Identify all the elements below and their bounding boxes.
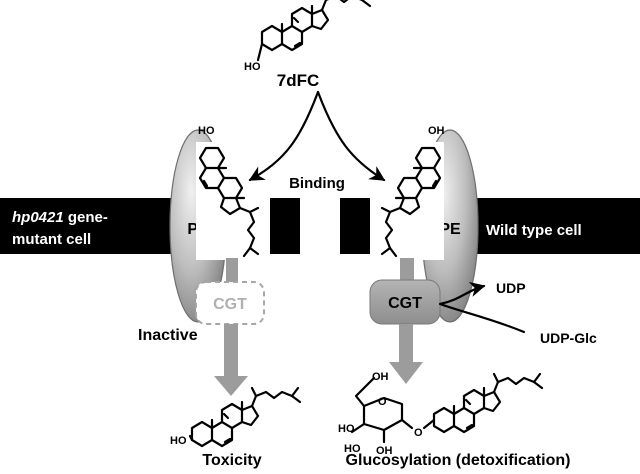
glucose-ring: [350, 376, 414, 444]
top-steroid-structure: [260, 0, 372, 52]
right-oh-label: OH: [428, 125, 445, 137]
left-gray-stem-top: [226, 258, 238, 282]
right-gray-arrow-head: [389, 362, 423, 384]
udp-glc-label: UDP-Glc: [540, 330, 597, 346]
right-pe-label: PE: [439, 221, 461, 238]
udp-glc-curve-arrow: [438, 281, 526, 334]
inactive-label: Inactive: [138, 327, 198, 344]
left-embedded-steroid: [196, 142, 260, 260]
glc-oh-top: OH: [372, 371, 389, 383]
bottom-left-ho-bond: [188, 434, 194, 442]
glc-ho-left: HO: [338, 423, 355, 435]
glucosylation-label: Glucosylation (detoxification): [346, 452, 571, 469]
bottom-left-steroid: [190, 386, 302, 448]
left-cell-label-line1: hp0421 gene-: [12, 209, 108, 226]
left-gray-arrow-shaft: [224, 324, 238, 378]
bottom-left-ho-label: HO: [170, 435, 187, 447]
glc-ring-o: O: [378, 396, 387, 408]
left-cell-label-line2: mutant cell: [12, 231, 91, 248]
left-oh-label: HO: [198, 125, 215, 137]
left-cgt-label: CGT: [213, 296, 247, 313]
right-cgt-label: CGT: [388, 295, 422, 312]
binding-arrow-left: [248, 90, 320, 182]
left-gray-arrow-head: [214, 376, 248, 396]
compound-label-7dfc: 7dFC: [277, 71, 320, 90]
toxicity-label: Toxicity: [202, 452, 261, 469]
glycosidic-bond: [422, 418, 436, 430]
udp-label: UDP: [496, 280, 526, 296]
right-cell-label: Wild type cell: [486, 222, 582, 239]
glc-ho-bottom: HO: [344, 443, 361, 455]
right-gray-arrow-shaft: [399, 324, 413, 364]
right-membrane-segment: [340, 198, 370, 254]
left-cgt-inactive-box: [195, 281, 265, 325]
binding-label: Binding: [289, 175, 345, 192]
binding-arrow-right: [316, 90, 386, 182]
glycosidic-o: O: [414, 427, 423, 439]
left-membrane-segment: [270, 198, 300, 254]
right-embedded-steroid: [380, 142, 444, 260]
top-ho-label: HO: [244, 61, 261, 73]
top-ho-bond: [256, 42, 264, 62]
bottom-right-steroid: [432, 372, 544, 434]
glc-oh-bottom: OH: [376, 445, 393, 457]
right-gray-stem-top: [400, 258, 414, 280]
